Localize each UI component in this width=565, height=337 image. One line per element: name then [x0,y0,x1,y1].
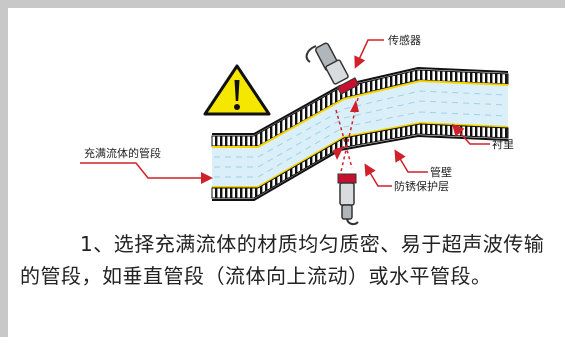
liner-label: 衬里 [492,138,514,151]
sensor-label: 传感器 [388,34,421,47]
flow-lines [214,90,507,178]
label-leaders [80,39,490,187]
top-sensor-icon [305,42,360,95]
full-pipe-label: 充满流体的管段 [84,146,161,160]
pipe-fluid [212,82,508,186]
pipe-wall-label: 管壁 [430,165,452,179]
anti-rust-label: 防锈保护层 [394,179,449,193]
caption-text: 1、选择充满流体的材质均匀质密、易于超声波传输的管段，如垂直管段（流体向上流动）… [20,232,545,288]
ultrasonic-signal-path [333,97,359,177]
bottom-sensor-icon [337,173,359,226]
flowmeter-installation-diagram: 传感器 衬里 管壁 防锈保护层 充满流体的管段 [80,34,514,226]
warning-triangle-icon [203,64,271,116]
